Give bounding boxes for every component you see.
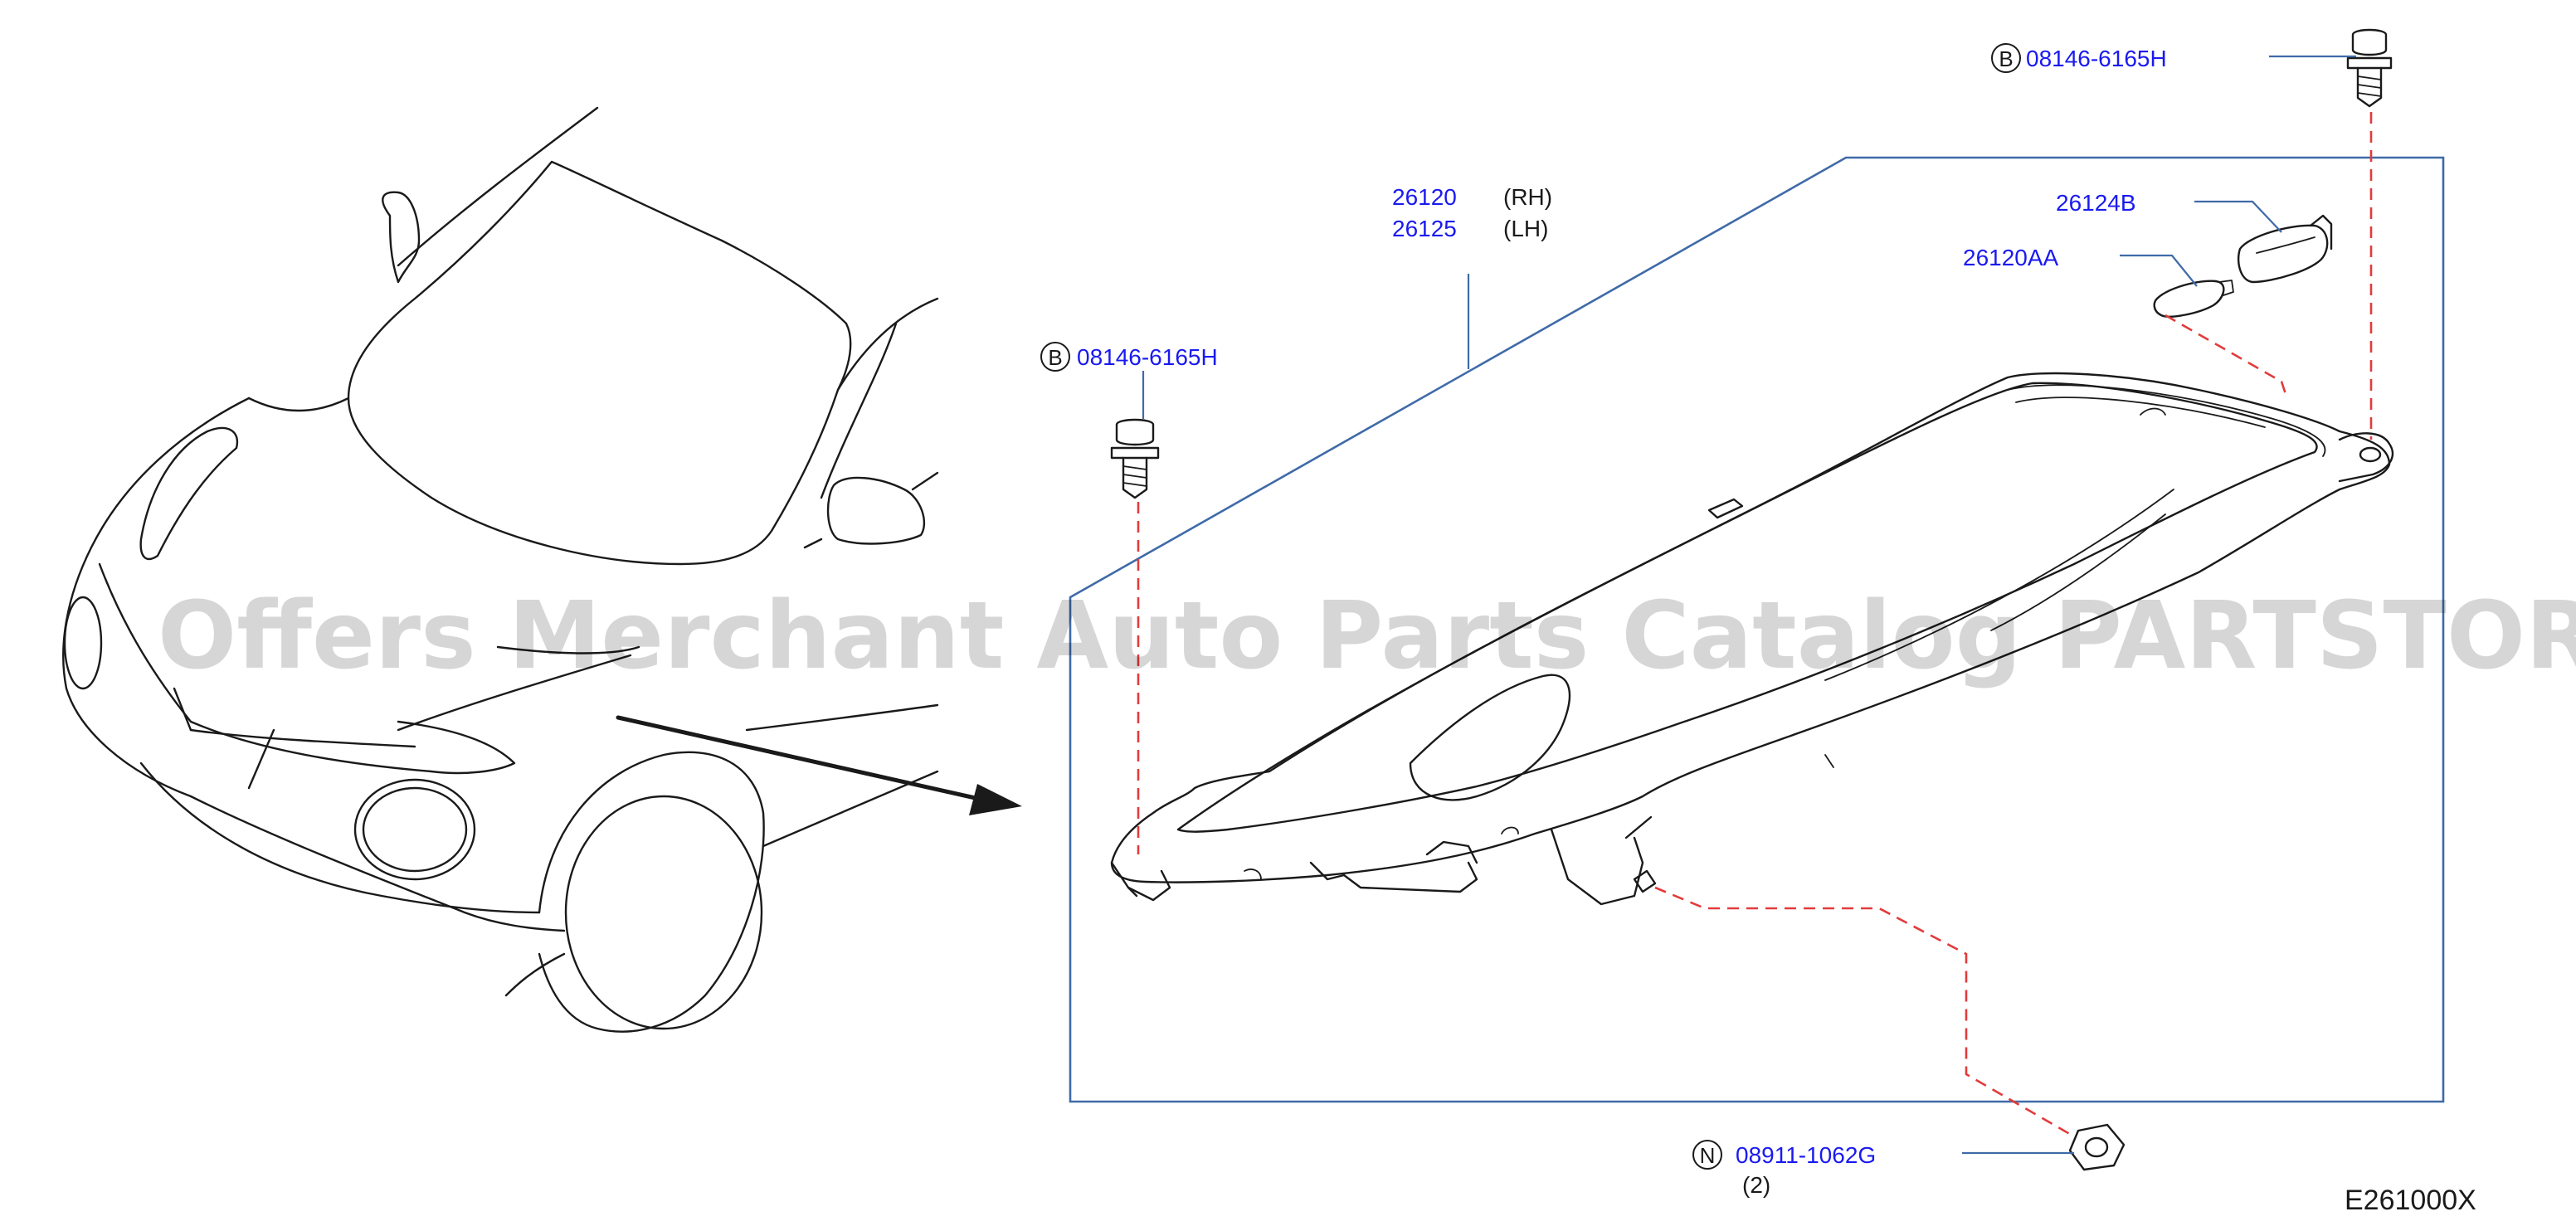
part-number-label[interactable]: 26120AA <box>1963 245 2059 270</box>
callout-bulb[interactable]: 26120AA <box>1963 245 2059 270</box>
assembly-frame <box>1069 156 2445 1103</box>
part-number-label[interactable]: 26124B <box>2056 190 2136 216</box>
bolt-left-drawing <box>1110 418 1160 499</box>
callout-letter: B <box>1048 345 1062 370</box>
side-label-lh: (LH) <box>1503 216 1548 241</box>
leader-bulb <box>2120 254 2198 287</box>
callout-headlamp[interactable]: 26120 (RH) 26125 (LH) <box>1392 184 1552 241</box>
headlamp-assembly-drawing <box>1110 372 2394 906</box>
diagram-code: E261000X <box>2345 1185 2476 1216</box>
pointer-arrowhead <box>969 784 1022 815</box>
callout-letter: N <box>1700 1143 1716 1168</box>
dashline-bulb <box>2165 314 2287 395</box>
side-label-rh: (RH) <box>1503 184 1552 210</box>
vehicle-front-sketch <box>62 106 1022 1033</box>
nut-bottom-drawing <box>2068 1123 2126 1171</box>
socket-drawing <box>2237 214 2333 284</box>
callout-socket[interactable]: 26124B <box>2056 190 2136 216</box>
callout-bolt-left[interactable]: B 08146-6165H <box>1040 342 1218 372</box>
dashline-nut <box>1654 886 2075 1138</box>
callout-bolt-top[interactable]: B 08146-6165H <box>1991 43 2167 73</box>
part-number-label-rh[interactable]: 26120 <box>1392 184 1457 210</box>
part-number-label[interactable]: 08146-6165H <box>2026 46 2167 71</box>
leader-socket <box>2194 200 2282 233</box>
part-number-label[interactable]: 08146-6165H <box>1077 344 1218 370</box>
bolt-top-drawing <box>2346 28 2393 108</box>
watermark: Offers Merchant Auto Parts Catalog PARTS… <box>158 582 2576 690</box>
quantity-label: (2) <box>1742 1172 1770 1198</box>
part-number-label[interactable]: 08911-1062G <box>1736 1142 1876 1168</box>
callout-nut[interactable]: N 08911-1062G (2) <box>1692 1140 1876 1198</box>
callout-letter: B <box>1999 46 2013 71</box>
part-number-label-lh[interactable]: 26125 <box>1392 216 1457 241</box>
bulb-drawing <box>2153 280 2234 318</box>
